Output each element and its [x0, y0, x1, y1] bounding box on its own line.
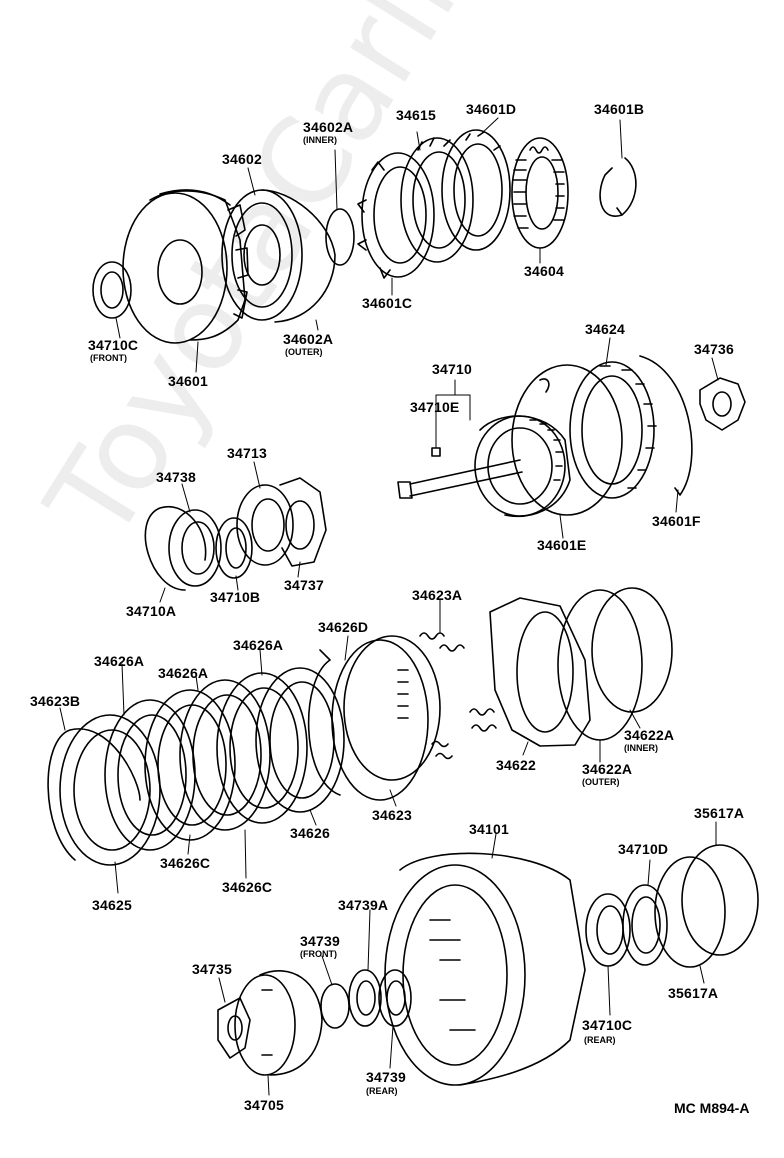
label-34601c: 34601C — [362, 295, 413, 311]
front-thrust-washer-drawing — [92, 261, 132, 319]
snap-ring-34623b-drawing — [47, 728, 141, 861]
rear-thrust-washer-drawing — [585, 893, 631, 967]
label-35617a-top: 35617A — [694, 805, 745, 821]
label-34622a-inner: 34622A — [624, 727, 675, 743]
label-34622a-outer: 34622A — [582, 761, 633, 777]
label-34602a-inner: 34602A — [303, 119, 354, 135]
springs-34623a-drawing — [419, 632, 497, 732]
input-shaft-assembly-drawing — [397, 378, 571, 517]
ring-34601e-drawing — [511, 364, 623, 516]
clutch-plate-34625-drawing — [59, 714, 161, 866]
clutch-plate-34601d-drawing — [441, 129, 511, 251]
bearing-34739-drawing — [320, 969, 412, 1029]
label-34626a-1: 34626A — [94, 653, 145, 669]
return-spring-set-drawing — [511, 137, 569, 249]
label-34710c-front: 34710C — [88, 337, 139, 353]
clutch-disc-34615-drawing — [400, 137, 474, 263]
sublabel-outer-34622a: (OUTER) — [582, 777, 620, 787]
label-34623a: 34623A — [412, 587, 463, 603]
piston-drawing — [221, 189, 336, 323]
label-34626: 34626 — [290, 825, 330, 841]
label-34735: 34735 — [192, 961, 232, 977]
sublabel-rear-34710c: (REAR) — [584, 1035, 616, 1045]
clutch-hub-34713-drawing — [236, 484, 294, 566]
sublabel-outer-top: (OUTER) — [285, 347, 323, 357]
sublabel-inner-34622a: (INNER) — [624, 743, 658, 753]
label-34710c-rear: 34710C — [582, 1017, 633, 1033]
label-34101: 34101 — [469, 821, 509, 837]
label-34623b: 34623B — [30, 693, 81, 709]
seal-ring-35617a-rear-drawing — [654, 856, 726, 968]
thrust-plate-34735-drawing — [217, 997, 251, 1059]
label-34710e: 34710E — [410, 399, 460, 415]
label-34710b: 34710B — [210, 589, 261, 605]
label-34739-rear: 34739 — [366, 1069, 406, 1085]
label-34713: 34713 — [227, 445, 267, 461]
one-way-clutch-34738-drawing — [168, 509, 222, 587]
clutch-plate-34601c-drawing — [357, 152, 435, 279]
spring-plate-34623-drawing — [331, 635, 453, 801]
label-34602a-outer: 34602A — [283, 331, 334, 347]
label-34615: 34615 — [396, 107, 436, 123]
leader-lines — [59, 117, 719, 1096]
snap-ring-34626d-drawing — [307, 649, 341, 796]
label-34626a-2: 34626A — [158, 665, 209, 681]
snap-ring-34710a-drawing — [144, 505, 207, 591]
label-34737: 34737 — [284, 577, 324, 593]
label-34705: 34705 — [244, 1097, 284, 1113]
planetary-ring-gear-34624-drawing — [569, 361, 657, 499]
label-34601f: 34601F — [652, 513, 701, 529]
label-34623: 34623 — [372, 807, 412, 823]
inner-o-ring-drawing — [325, 208, 355, 266]
label-34626c-1: 34626C — [160, 855, 211, 871]
label-34604: 34604 — [524, 263, 564, 279]
label-34626c-2: 34626C — [222, 879, 273, 895]
clutch-pack-34626-drawing — [104, 667, 345, 851]
seal-ring-35617a-drawing — [681, 844, 759, 956]
label-34626a-3: 34626A — [233, 637, 284, 653]
bearing-34710b-drawing — [215, 517, 253, 579]
label-34601: 34601 — [168, 373, 208, 389]
label-34601b: 34601B — [594, 101, 645, 117]
sun-gear-drum-34705-drawing — [234, 970, 323, 1076]
label-34739a: 34739A — [338, 897, 389, 913]
retainer-34737-drawing — [279, 477, 327, 567]
label-34601d: 34601D — [466, 101, 517, 117]
label-34622: 34622 — [496, 757, 536, 773]
label-34710: 34710 — [432, 361, 472, 377]
label-34625: 34625 — [92, 897, 132, 913]
sublabel-rear-34739: (REAR) — [366, 1086, 398, 1096]
label-34736: 34736 — [694, 341, 734, 357]
sublabel-inner-top: (INNER) — [303, 135, 337, 145]
label-34738: 34738 — [156, 469, 196, 485]
sublabel-front-34739: (FRONT) — [300, 949, 337, 959]
brake-piston-34622-drawing — [489, 597, 591, 747]
thrust-plate-34736-drawing — [699, 377, 746, 431]
snap-ring-34601f-drawing — [639, 355, 693, 496]
label-34602: 34602 — [222, 151, 262, 167]
label-34626d: 34626D — [318, 619, 369, 635]
label-34624: 34624 — [585, 321, 625, 337]
label-35617a-bottom: 35617A — [668, 985, 719, 1001]
snap-ring-34601b-drawing — [599, 157, 637, 217]
label-34601e: 34601E — [537, 537, 587, 553]
clutch-drum-drawing — [122, 189, 249, 344]
label-34710a: 34710A — [126, 603, 177, 619]
label-34739-front: 34739 — [300, 933, 340, 949]
label-34710d: 34710D — [618, 841, 669, 857]
diagram-code: MC M894-A — [674, 1100, 750, 1116]
sublabel-front-34710c: (FRONT) — [90, 353, 127, 363]
inner-o-ring-34622a-drawing — [591, 587, 673, 713]
transmission-case-34101-drawing — [384, 852, 586, 1086]
